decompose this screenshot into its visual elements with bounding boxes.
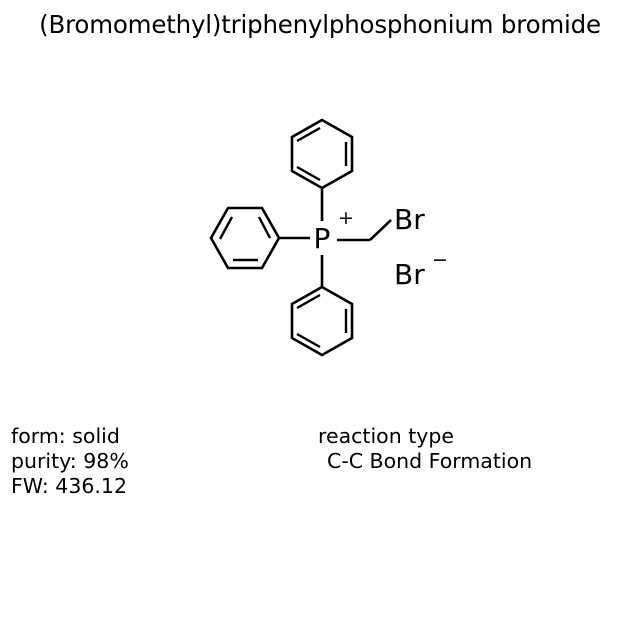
double-bond-bottom-upper-left (296, 293, 321, 310)
double-bond-left-upper-right (257, 216, 272, 239)
reaction-type-block: reaction type C-C Bond Formation (318, 424, 532, 474)
ring-outline-top (290, 118, 354, 190)
bromomethyl-group (337, 219, 392, 242)
reaction-type-heading: reaction type (318, 424, 455, 448)
double-bond-top-lower-left (296, 165, 321, 182)
phenyl-ring-bottom (290, 255, 354, 357)
double-bond-top-upper-left (296, 126, 321, 143)
property-form: form: solid (11, 424, 120, 448)
double-bond-bottom-lower-left (296, 332, 321, 349)
page-title: (Bromomethyl)triphenylphosphonium bromid… (39, 10, 601, 39)
atom-label-bromine: Br (394, 203, 425, 236)
double-bond-left-upper-left (218, 216, 234, 240)
physical-properties-block: form: solid purity: 98% FW: 436.12 (11, 424, 129, 499)
property-formula-weight: FW: 436.12 (11, 474, 128, 498)
bond-ch2-to-br (369, 219, 392, 241)
charge-label-positive: + (338, 207, 354, 229)
reaction-type-value: C-C Bond Formation (327, 449, 533, 473)
ring-outline-left (209, 206, 281, 270)
charge-label-negative: − (432, 249, 448, 271)
phenyl-ring-top (290, 118, 354, 221)
ring-outline-bottom (290, 285, 354, 357)
atom-label-phosphorus: P (314, 222, 331, 255)
atom-label-bromide-counterion: Br (394, 258, 425, 291)
phenyl-ring-left (209, 206, 310, 270)
property-purity: purity: 98% (11, 449, 129, 473)
